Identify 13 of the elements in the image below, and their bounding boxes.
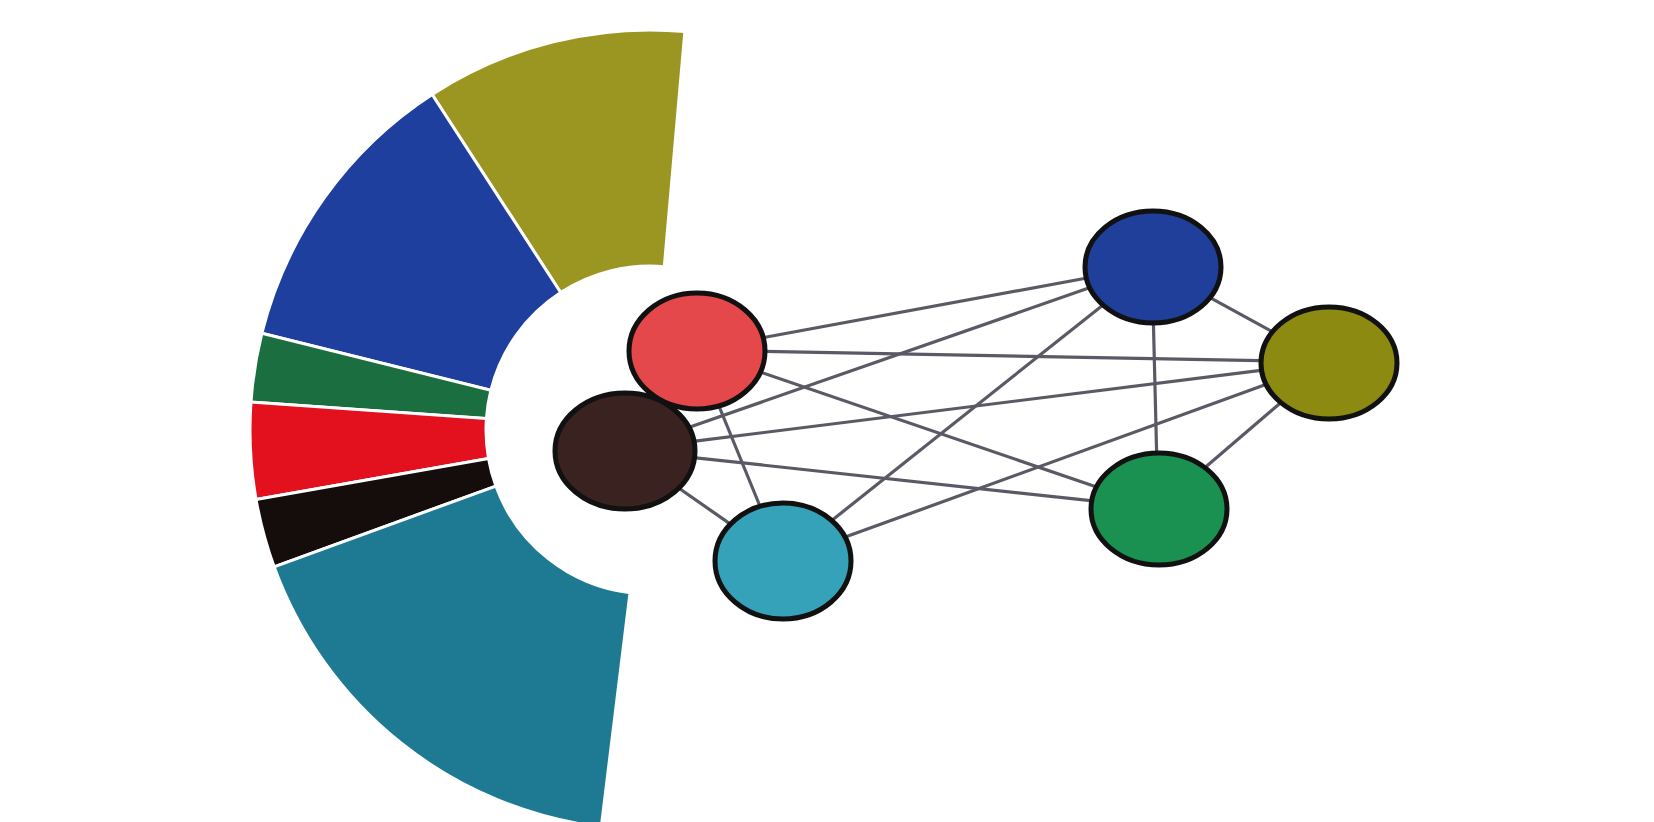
connector-line [676,486,731,525]
connector-line [1151,321,1159,453]
connector-line [762,276,1086,340]
connector-line [830,303,1105,522]
connector-line [693,368,1261,443]
connector-line [716,404,762,506]
connector-line [693,455,1091,503]
connector-line [844,383,1267,539]
connector-line [1207,295,1273,333]
connector-line [758,370,1096,489]
connector-line [763,349,1261,363]
connector-line [688,286,1090,430]
connector-line [1204,401,1282,469]
